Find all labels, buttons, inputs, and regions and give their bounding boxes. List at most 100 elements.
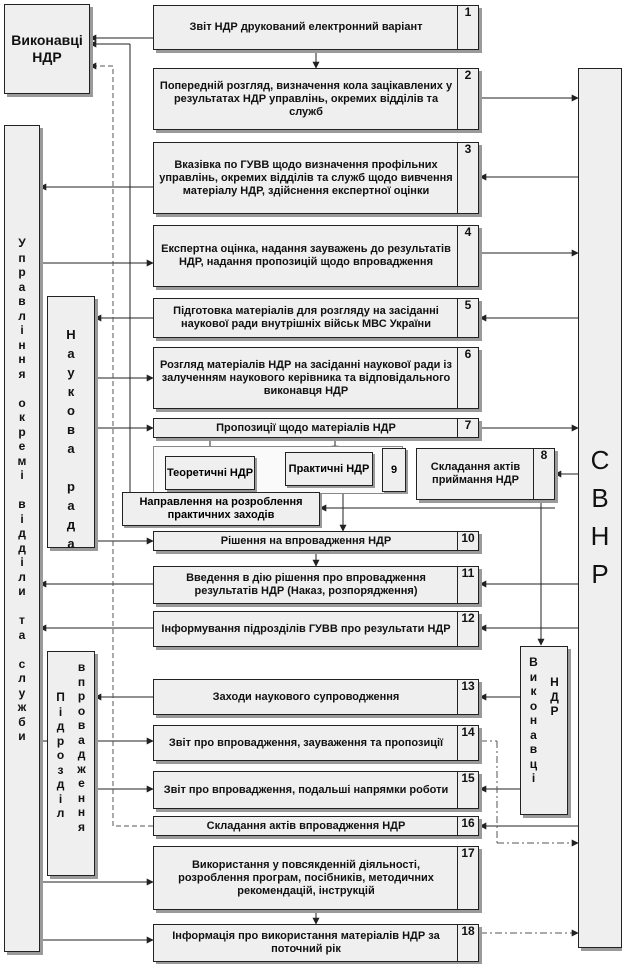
departments-letter (20, 642, 23, 657)
council-letter: к (67, 384, 75, 399)
impl-unit-letter: д (56, 777, 65, 791)
impl-unit-letter: П (56, 690, 65, 704)
step-12-number: 12 (457, 612, 478, 646)
step-1-number: 1 (457, 6, 478, 49)
council-letter: в (67, 422, 75, 437)
departments-letter: п (18, 250, 26, 265)
step-1-text: Звіт НДР друкований електронний варіант (189, 21, 423, 33)
step-11-text: Введення в дію рішення про впровадження … (186, 572, 426, 597)
step-6-box: Розгляд матеріалів НДР на засіданні наук… (153, 347, 479, 409)
theoretical-box: Теоретичні НДР (165, 456, 255, 490)
impl-unit-letter: а (78, 732, 85, 747)
step-8-box: Складання актів приймання НДР 8 (416, 448, 555, 500)
departments-letter: ж (17, 700, 27, 714)
council-letter: д (66, 517, 76, 532)
step-5-number: 5 (457, 299, 478, 337)
step-12-text: Інформування підрозділів ГУВВ про резуль… (161, 622, 451, 635)
step-3-box: Вказівка по ГУВВ щодо визначення профіль… (153, 142, 479, 214)
practical-measures-box: Направлення на розроблення практичних за… (122, 492, 320, 526)
impl-unit-letter: п (77, 674, 86, 689)
impl-unit-letter: н (77, 805, 86, 819)
impl-unit-letter: о (56, 748, 65, 762)
impl-unit-letter: р (77, 689, 86, 703)
departments-letter: д (18, 526, 26, 540)
departments-letter: и (18, 729, 26, 743)
departments-letter: р (18, 265, 26, 279)
executors-right-letter: и (529, 669, 538, 684)
step-6-number: 6 (457, 348, 478, 408)
executors-right-letter: в (529, 742, 538, 756)
step-11-box: Введення в дію рішення про впровадження … (153, 566, 479, 604)
departments-letter: а (18, 279, 26, 294)
step-2-text: Попередній розгляд, визначення кола заці… (159, 79, 453, 118)
council-letter: о (67, 403, 75, 418)
impl-unit-letter: ж (77, 761, 86, 776)
step-16-text: Складання актів впровадження НДР (206, 819, 406, 832)
departments-letter: л (18, 671, 26, 685)
step-12-box: Інформування підрозділів ГУВВ про резуль… (153, 611, 479, 647)
departments-letter: я (18, 366, 26, 381)
impl-unit-letter: д (77, 747, 86, 761)
step-14-box: Звіт про впровадження, зауваження та про… (153, 725, 479, 761)
step-16-box: Складання актів впровадження НДР 16 (153, 816, 479, 836)
departments-letter: а (18, 627, 26, 642)
step-18-text: Інформація про використання матеріалів Н… (172, 930, 440, 955)
departments-letter: У (18, 236, 26, 250)
departments-letter: н (18, 352, 26, 366)
departments-letter: и (18, 584, 26, 598)
step-16-number: 16 (457, 817, 478, 835)
step-2-box: Попередній розгляд, визначення кола заці… (153, 68, 479, 130)
departments-letter: р (18, 424, 26, 439)
departments-letter (20, 483, 23, 498)
step-10-text: Рішення на впровадження НДР (220, 534, 392, 547)
step-2-number: 2 (457, 69, 478, 129)
council-letter: а (67, 498, 75, 513)
departments-letter (20, 599, 23, 614)
step-9-number: 9 (382, 448, 406, 492)
step-13-number: 13 (457, 680, 478, 714)
executors-right-letter: В (529, 655, 538, 669)
departments-letter: і (20, 511, 24, 526)
step-5-box: Підготовка матеріалів для розгляду на за… (153, 298, 479, 338)
council-letter: а (67, 441, 75, 456)
executors-top-box: Виконавці НДР (4, 4, 90, 94)
impl-unit-letter: о (77, 703, 86, 718)
impl-unit-letter: д (56, 719, 65, 733)
step-3-text: Вказівка по ГУВВ щодо визначення профіль… (159, 158, 453, 197)
impl-unit-letter: і (58, 704, 63, 719)
executors-right-letter: ц (529, 756, 538, 771)
departments-letter: н (18, 337, 26, 352)
step-7-number: 7 (457, 419, 478, 437)
impl-unit-letter: р (56, 733, 65, 748)
step-3-number: 3 (457, 143, 478, 213)
executors-right-letter: а (530, 727, 537, 742)
step-1-box: Звіт НДР друкований електронний варіант 1 (153, 5, 479, 50)
council-letter: а (67, 536, 75, 551)
svnr-letter: В (591, 483, 609, 513)
impl-unit-letter: л (56, 806, 65, 820)
departments-letter: і (20, 323, 24, 337)
executors-right-letter: Р (550, 704, 559, 718)
step-17-number: 17 (457, 847, 478, 909)
council-letter: у (67, 365, 75, 380)
departments-letter: м (17, 453, 27, 468)
step-15-text: Звіт про впровадження, подальші напрямки… (163, 783, 449, 796)
step-4-number: 4 (457, 226, 478, 286)
council-letter: р (67, 479, 75, 494)
executors-right-letter: Н (550, 675, 559, 689)
executors-right-letter: о (529, 698, 538, 713)
svnr-letter: С (590, 445, 610, 475)
step-17-box: Використання у повсякденній діяльності, … (153, 846, 479, 910)
svnr-letter: Н (590, 521, 610, 551)
step-18-number: 18 (457, 925, 478, 961)
